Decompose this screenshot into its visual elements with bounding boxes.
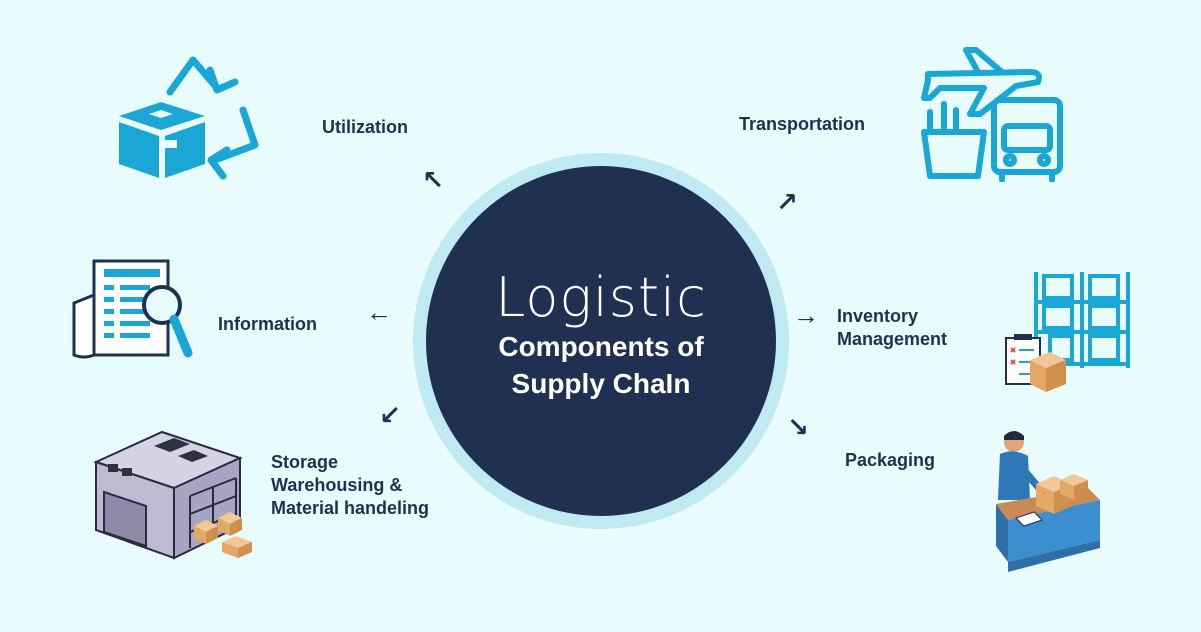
label-inventory-line1: Inventory [837, 306, 919, 326]
arrow-utilization: ↖ [422, 165, 444, 195]
label-inventory-management: Inventory Management [837, 305, 947, 351]
label-utilization: Utilization [322, 117, 408, 137]
shelves-clipboard-icon [1005, 272, 1130, 392]
plane-ship-truck-icon [921, 47, 1063, 182]
document-magnifier-icon [72, 259, 193, 359]
label-information: Information [218, 314, 317, 334]
arrow-storage: ↙ [379, 400, 401, 430]
center-subtitle-line1: Components of [498, 331, 704, 362]
warehouse-icon [93, 430, 252, 560]
center-title: Logistic [495, 266, 707, 329]
worker-packing-icon [996, 431, 1100, 572]
label-storage-warehousing: Storage Warehousing & Material handeling [271, 451, 429, 520]
label-inventory-line2: Management [837, 329, 948, 349]
label-storage-line2: Warehousing & [271, 475, 403, 495]
arrow-inventory: → [793, 300, 819, 330]
arrow-transportation: ↗ [776, 187, 798, 217]
arrow-information: ← [366, 297, 392, 327]
label-packaging: Packaging [845, 450, 936, 470]
center-circle [426, 166, 776, 516]
label-transportation: Transportation [739, 114, 866, 134]
arrow-packaging: ↘ [787, 412, 809, 442]
label-storage-line1: Storage [271, 452, 339, 472]
center-subtitle-line2: Supply ChaIn [511, 368, 691, 399]
recycle-box-icon [119, 56, 259, 180]
label-storage-line3: Material handeling [271, 498, 430, 518]
